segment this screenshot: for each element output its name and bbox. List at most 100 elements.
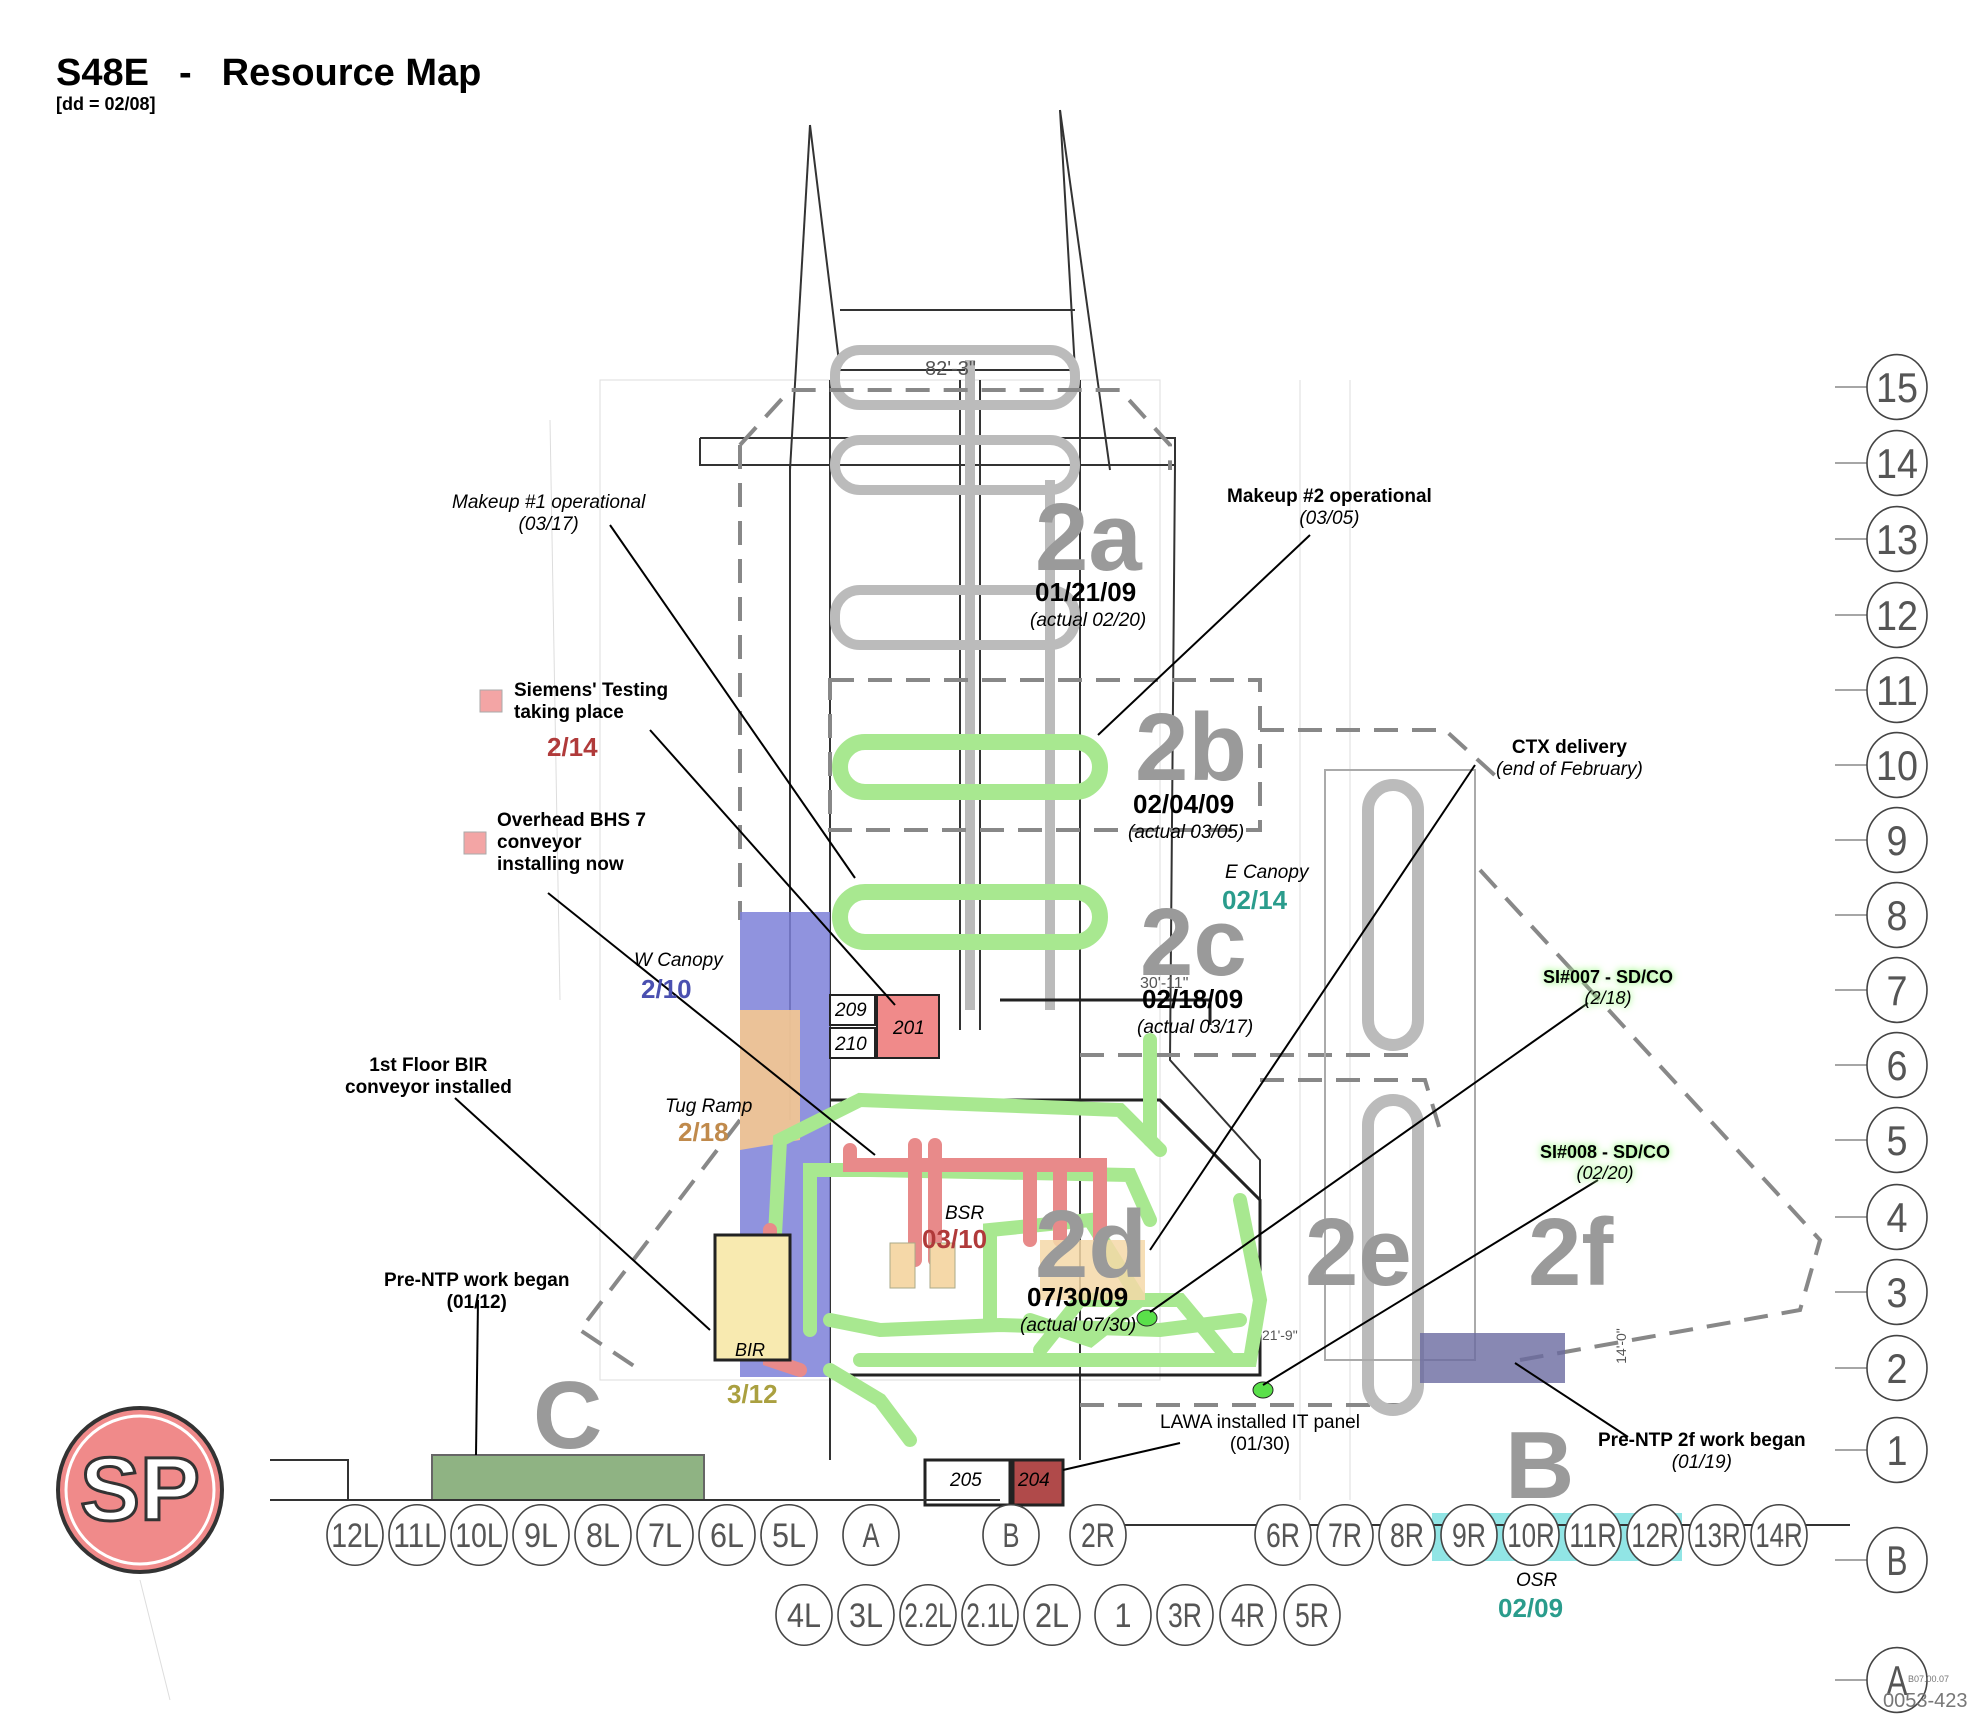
overhead-line3: installing now [497,853,624,875]
si008-text: SI#008 - SD/CO [1540,1142,1671,1162]
gridline-lower-2l-circle [1023,1583,1081,1647]
zone-2b-actual: (actual 03/05) [1128,822,1245,843]
zone-2d-date: 07/30/09 [1027,1282,1129,1312]
gridline-9l-circle [512,1503,570,1567]
gridline-right-9-label: 9 [1887,817,1908,864]
room-204-box [1011,1458,1065,1507]
gridline-11l-label: 11L [393,1517,441,1555]
e-canopy-date: 02/14 [1222,885,1288,915]
gridline-lower-2.1l-label: 2.1L [966,1597,1014,1635]
zone-2a-label: 2a [1035,484,1142,591]
zone-2c-date: 02/18/09 [1142,984,1244,1014]
gridline-right-b-circle [1866,1526,1928,1594]
ctx-text: CTX delivery [1511,737,1627,758]
room-209-label: 209 [835,1000,867,1021]
gridline-8r-label: 8R [1390,1517,1424,1555]
gridline-10r-label: 10R [1507,1517,1555,1555]
page-title: S48E-Resource Map [56,52,481,96]
siemens-line2: taking place [514,701,624,723]
gridline-right-9-circle [1866,806,1928,874]
gridline-right-14-circle [1866,429,1928,497]
si007-marker [1136,1309,1158,1327]
gridline-b-label: B [1003,1517,1020,1555]
gridline-lower-4l-circle [775,1583,833,1647]
osr-date: 02/09 [1498,1593,1564,1623]
overhead-callout: Overhead BHS 7 conveyor installing now [497,810,646,876]
page-subtitle: [dd = 02/08] [56,94,156,114]
gridline-5l-label: 5L [772,1517,806,1555]
gridline-b-circle [982,1503,1040,1567]
gridline-right-5-circle [1866,1106,1928,1174]
structure-lines [830,998,1262,1377]
gridline-right-6-circle [1866,1031,1928,1099]
makeup1-callout: Makeup #1 operational (03/17) [452,492,645,536]
gridline-lower-4l-label: 4L [787,1597,821,1635]
gridline-lower-3l-label: 3L [849,1597,883,1635]
gridline-11r-circle [1564,1503,1622,1567]
gridline-6r-label: 6R [1266,1517,1300,1555]
bsr-box-1 [889,1242,916,1289]
gridline-2r-circle [1069,1503,1127,1567]
gridline-8r-circle [1378,1503,1436,1567]
room-205-label: 205 [950,1470,982,1491]
bir-1st-callout: 1st Floor BIR conveyor installed [345,1055,512,1099]
gridline-lower-2.2l-label: 2.2L [904,1597,952,1635]
pre-ntp-date: (01/12) [446,1291,507,1313]
gridline-right-7-circle [1866,956,1928,1024]
gridline-5l-circle [760,1503,818,1567]
ctx-date: (end of February) [1496,758,1643,780]
gridline-right-13-circle [1866,505,1928,573]
gridline-lower-5r-circle [1283,1583,1341,1647]
pre-ntp-2f-date: (01/19) [1671,1451,1732,1473]
siemens-legend-swatch [479,689,503,713]
gridline-2r-label: 2R [1081,1517,1115,1555]
makeup1-text: Makeup #1 operational [452,492,646,513]
gridline-6l-circle [698,1503,756,1567]
bir-1st-line1: 1st Floor BIR [369,1055,488,1076]
makeup2-date: (03/05) [1299,507,1360,529]
gridline-13r-circle [1688,1503,1746,1567]
gridline-11r-label: 11R [1569,1517,1617,1555]
zone-2a-actual: (actual 02/20) [1030,610,1147,631]
gridline-8l-circle [574,1503,632,1567]
zone-boundaries [577,388,1823,1407]
zone-2e-label: 2e [1305,1199,1412,1306]
zone-2b-label: 2b [1135,694,1248,801]
sp-logo-ring [64,1414,216,1566]
zone-b-label: B [1505,1412,1575,1519]
bir-text: BIR [735,1340,766,1360]
overhead-line2: conveyor [497,831,582,853]
lawa-text: LAWA installed IT panel [1160,1412,1360,1433]
dimension-mid: 30'-11" [1140,975,1189,992]
gridline-lower-1-circle [1094,1583,1152,1647]
background-plan-lines [139,379,1351,1701]
gridline-right-a-circle [1866,1646,1928,1714]
zone-2f-label: 2f [1528,1199,1614,1306]
si008-callout: SI#008 - SD/CO (02/20) [1540,1142,1670,1183]
gridline-right-3-circle [1866,1258,1928,1326]
gridline-right-12-label: 12 [1876,592,1918,639]
gridline-right-14-label: 14 [1876,440,1918,487]
bsr-date: 03/10 [922,1224,988,1254]
room-201-box [876,994,940,1059]
green-conveyors-upper [832,734,1108,950]
gridline-right-10-circle [1866,731,1928,799]
zone-2d-actual: (actual 07/30) [1020,1315,1137,1336]
gridline-right-6-label: 6 [1887,1042,1908,1089]
w-canopy-date: 2/10 [641,974,692,1004]
title-text: Resource Map [221,52,482,94]
pre-ntp-2f-text: Pre-NTP 2f work began [1598,1430,1806,1451]
gridline-right-15-circle [1866,353,1928,421]
gridline-right-7-label: 7 [1887,967,1908,1014]
gridline-right-2-label: 2 [1887,1345,1908,1392]
gridline-14r-label: 14R [1755,1517,1803,1555]
gridline-right-4-circle [1866,1183,1928,1251]
gridline-right-4-label: 4 [1887,1194,1908,1241]
gridline-11l-circle [388,1503,446,1567]
gridline-7l-label: 7L [648,1517,682,1555]
sheet-ref-code: 0053-423 [1883,1690,1968,1712]
